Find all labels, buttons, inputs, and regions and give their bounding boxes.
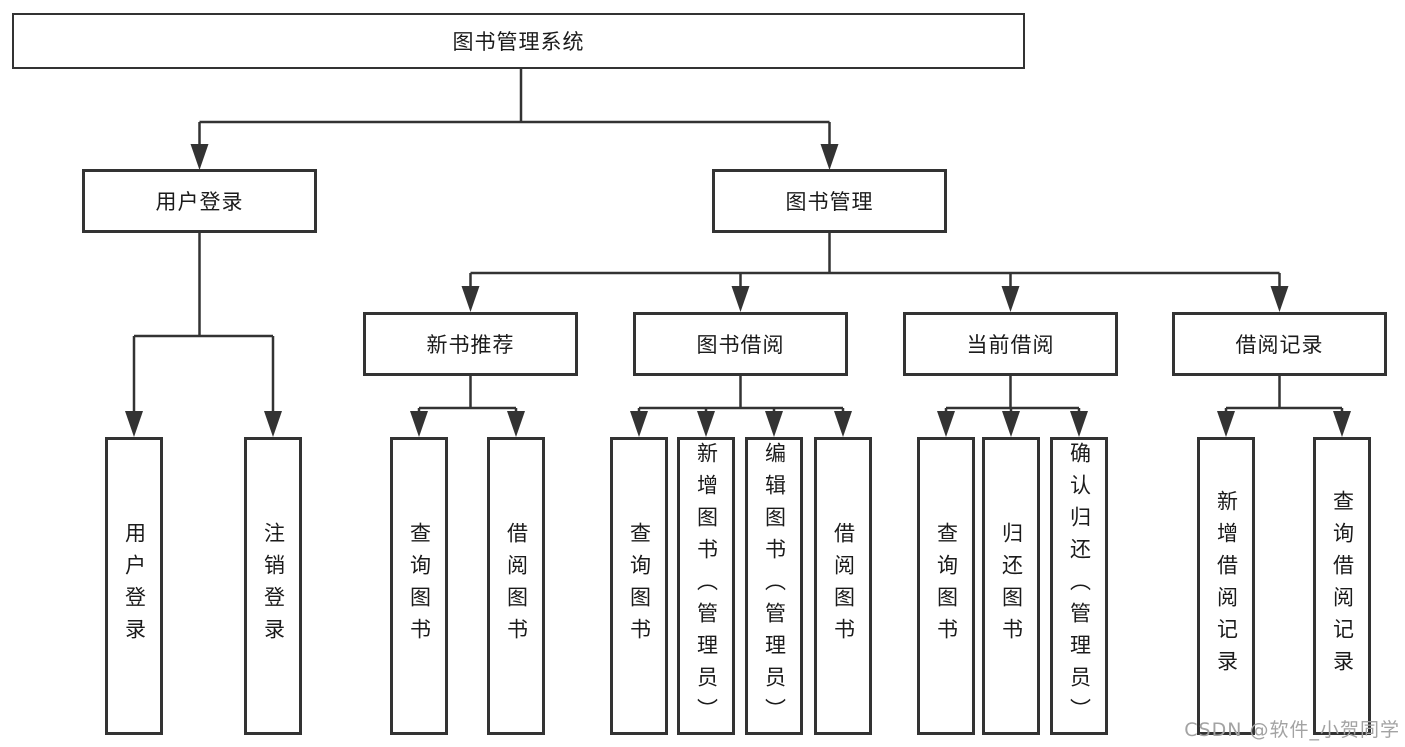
arrowhead (507, 411, 525, 437)
arrowhead (1070, 411, 1088, 437)
node-borrow-books: 借阅图书 (814, 437, 872, 735)
arrowhead (697, 411, 715, 437)
node-label: 注销登录 (261, 522, 286, 650)
node-label: 用户登录 (122, 522, 147, 650)
node-label: 新增图书（管理员） (694, 442, 719, 730)
node-edit-books-admin: 编辑图书（管理员） (745, 437, 803, 735)
node-book-borrowing: 图书借阅 (633, 312, 848, 376)
arrowhead (834, 411, 852, 437)
node-label: 查询图书 (407, 522, 432, 650)
node-label: 查询图书 (627, 522, 652, 650)
arrowhead (1270, 286, 1289, 312)
node-label: 用户登录 (155, 190, 244, 214)
node-library-management-system: 图书管理系统 (12, 13, 1025, 69)
arrowhead (1217, 411, 1235, 437)
node-label: 图书借阅 (696, 333, 785, 357)
node-label: 确认归还（管理员） (1067, 442, 1092, 730)
node-label: 编辑图书（管理员） (762, 442, 787, 730)
node-book-management: 图书管理 (712, 169, 947, 233)
node-label: 查询借阅记录 (1330, 490, 1355, 682)
node-add-borrow-record: 新增借阅记录 (1197, 437, 1255, 735)
node-query-books-borrow: 查询图书 (610, 437, 668, 735)
arrowhead (630, 411, 648, 437)
arrowhead (125, 411, 143, 437)
node-confirm-return-admin: 确认归还（管理员） (1050, 437, 1108, 735)
arrowhead (765, 411, 783, 437)
node-logout: 注销登录 (244, 437, 302, 735)
node-borrow-books-recommend: 借阅图书 (487, 437, 545, 735)
arrowhead (410, 411, 428, 437)
node-query-books-current: 查询图书 (917, 437, 975, 735)
arrowhead (1333, 411, 1351, 437)
node-label: 借阅图书 (504, 522, 529, 650)
arrowhead (264, 411, 282, 437)
node-label: 当前借阅 (966, 333, 1055, 357)
node-return-books: 归还图书 (982, 437, 1040, 735)
node-user-login: 用户登录 (105, 437, 163, 735)
node-label: 新增借阅记录 (1214, 490, 1239, 682)
node-label: 查询图书 (934, 522, 959, 650)
node-query-books-recommend: 查询图书 (390, 437, 448, 735)
node-query-borrow-record: 查询借阅记录 (1313, 437, 1371, 735)
arrowhead (820, 144, 839, 170)
node-label: 图书管理 (785, 190, 874, 214)
arrowhead (937, 411, 955, 437)
node-label: 新书推荐 (426, 333, 515, 357)
node-user-login-module: 用户登录 (82, 169, 317, 233)
node-label: 借阅记录 (1235, 333, 1324, 357)
node-new-book-recommendation: 新书推荐 (363, 312, 578, 376)
node-borrowing-records: 借阅记录 (1172, 312, 1387, 376)
node-label: 图书管理系统 (452, 30, 585, 54)
arrowhead (461, 286, 480, 312)
node-label: 借阅图书 (831, 522, 856, 650)
node-label: 归还图书 (999, 522, 1024, 650)
arrowhead (1002, 411, 1020, 437)
node-current-borrowing: 当前借阅 (903, 312, 1118, 376)
node-add-books-admin: 新增图书（管理员） (677, 437, 735, 735)
csdn-watermark: CSDN @软件_小贺同学 (1184, 719, 1400, 741)
arrowhead (1001, 286, 1020, 312)
arrowhead (190, 144, 209, 170)
arrowhead (731, 286, 750, 312)
